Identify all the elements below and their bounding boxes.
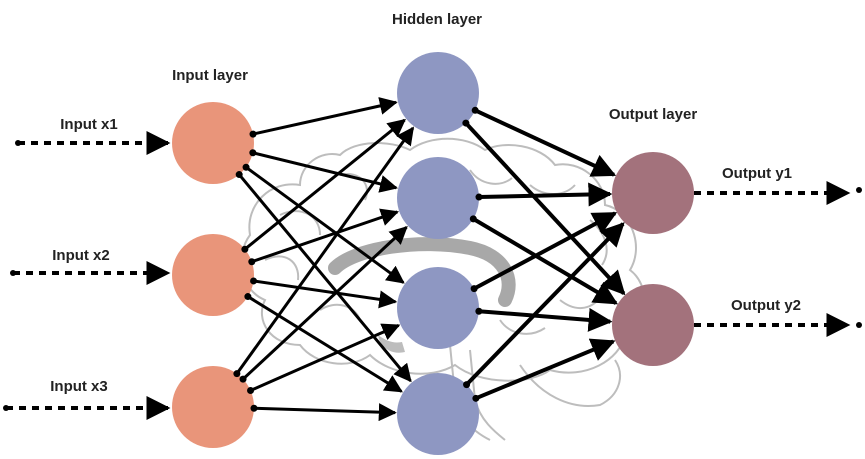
connection-dot bbox=[244, 293, 252, 301]
edge-input3-hidden3 bbox=[249, 323, 401, 392]
edge-input1-hidden4 bbox=[238, 173, 412, 383]
connection-dot bbox=[463, 381, 471, 389]
edges-input-hidden bbox=[235, 97, 415, 422]
output-nodes bbox=[612, 152, 694, 366]
hidden-layer-label: Hidden layer bbox=[392, 11, 482, 28]
connection-dot bbox=[470, 285, 478, 293]
input-x1-label: Input x1 bbox=[60, 116, 118, 133]
edge-input1-hidden3 bbox=[245, 166, 405, 284]
connection-dots bbox=[233, 106, 483, 412]
input-x2-label: Input x2 bbox=[52, 247, 110, 264]
connection-dot bbox=[469, 215, 477, 223]
edge-hidden2-output1 bbox=[478, 182, 613, 207]
edge-input2-hidden2 bbox=[251, 208, 400, 264]
hidden-nodes bbox=[397, 52, 479, 455]
edge-input2-hidden3 bbox=[253, 279, 398, 309]
brain-ventricle bbox=[378, 335, 405, 353]
input-node-1 bbox=[172, 102, 254, 184]
connection-dot bbox=[249, 149, 257, 157]
hidden-node-4 bbox=[397, 373, 479, 455]
edge-input3-hidden2 bbox=[242, 226, 408, 381]
connection-dot bbox=[249, 130, 257, 138]
connection-dot bbox=[250, 404, 258, 412]
connection-dot bbox=[250, 277, 258, 285]
connection-dot bbox=[235, 171, 243, 179]
connection-dot bbox=[462, 119, 470, 127]
connection-dot bbox=[475, 307, 483, 315]
input-x3-label: Input x3 bbox=[50, 378, 108, 395]
edge-input3-hidden4 bbox=[253, 403, 397, 422]
output-layer-label: Output layer bbox=[609, 106, 698, 123]
edge-input2-hidden4 bbox=[247, 295, 403, 393]
output-node-1 bbox=[612, 152, 694, 234]
edge-hidden3-output2 bbox=[478, 307, 613, 332]
edge-hidden1-output1 bbox=[474, 108, 617, 177]
edge-input3-hidden1 bbox=[235, 126, 415, 375]
connection-dot bbox=[241, 245, 249, 253]
connection-dot bbox=[475, 193, 483, 201]
input-arrows bbox=[6, 131, 171, 420]
edges-hidden-output bbox=[464, 108, 626, 401]
connection-dot bbox=[247, 386, 255, 394]
edge-input2-hidden1 bbox=[243, 118, 406, 251]
brain-band bbox=[328, 237, 516, 307]
input-layer-label: Input layer bbox=[172, 67, 248, 84]
connection-dot bbox=[471, 106, 479, 114]
edge-hidden2-output2 bbox=[472, 217, 619, 305]
connection-dot bbox=[248, 258, 256, 266]
connection-dot bbox=[239, 375, 247, 383]
edge-input1-hidden2 bbox=[252, 151, 398, 193]
edge-hidden4-output2 bbox=[475, 338, 616, 401]
input-nodes bbox=[172, 102, 254, 448]
connection-dot bbox=[242, 163, 250, 171]
output-node-2 bbox=[612, 284, 694, 366]
edge-hidden3-output1 bbox=[473, 211, 618, 291]
hidden-node-3 bbox=[397, 267, 479, 349]
output-y1-label: Output y1 bbox=[722, 165, 792, 182]
edge-hidden1-output2 bbox=[464, 121, 626, 296]
output-y2-label: Output y2 bbox=[731, 297, 801, 314]
connection-dot bbox=[233, 370, 241, 378]
hidden-node-2 bbox=[397, 157, 479, 239]
input-node-3 bbox=[172, 366, 254, 448]
edge-input1-hidden1 bbox=[252, 97, 398, 136]
input-node-2 bbox=[172, 234, 254, 316]
hidden-node-1 bbox=[397, 52, 479, 134]
edge-hidden4-output1 bbox=[465, 222, 625, 387]
connection-dot bbox=[472, 394, 480, 402]
